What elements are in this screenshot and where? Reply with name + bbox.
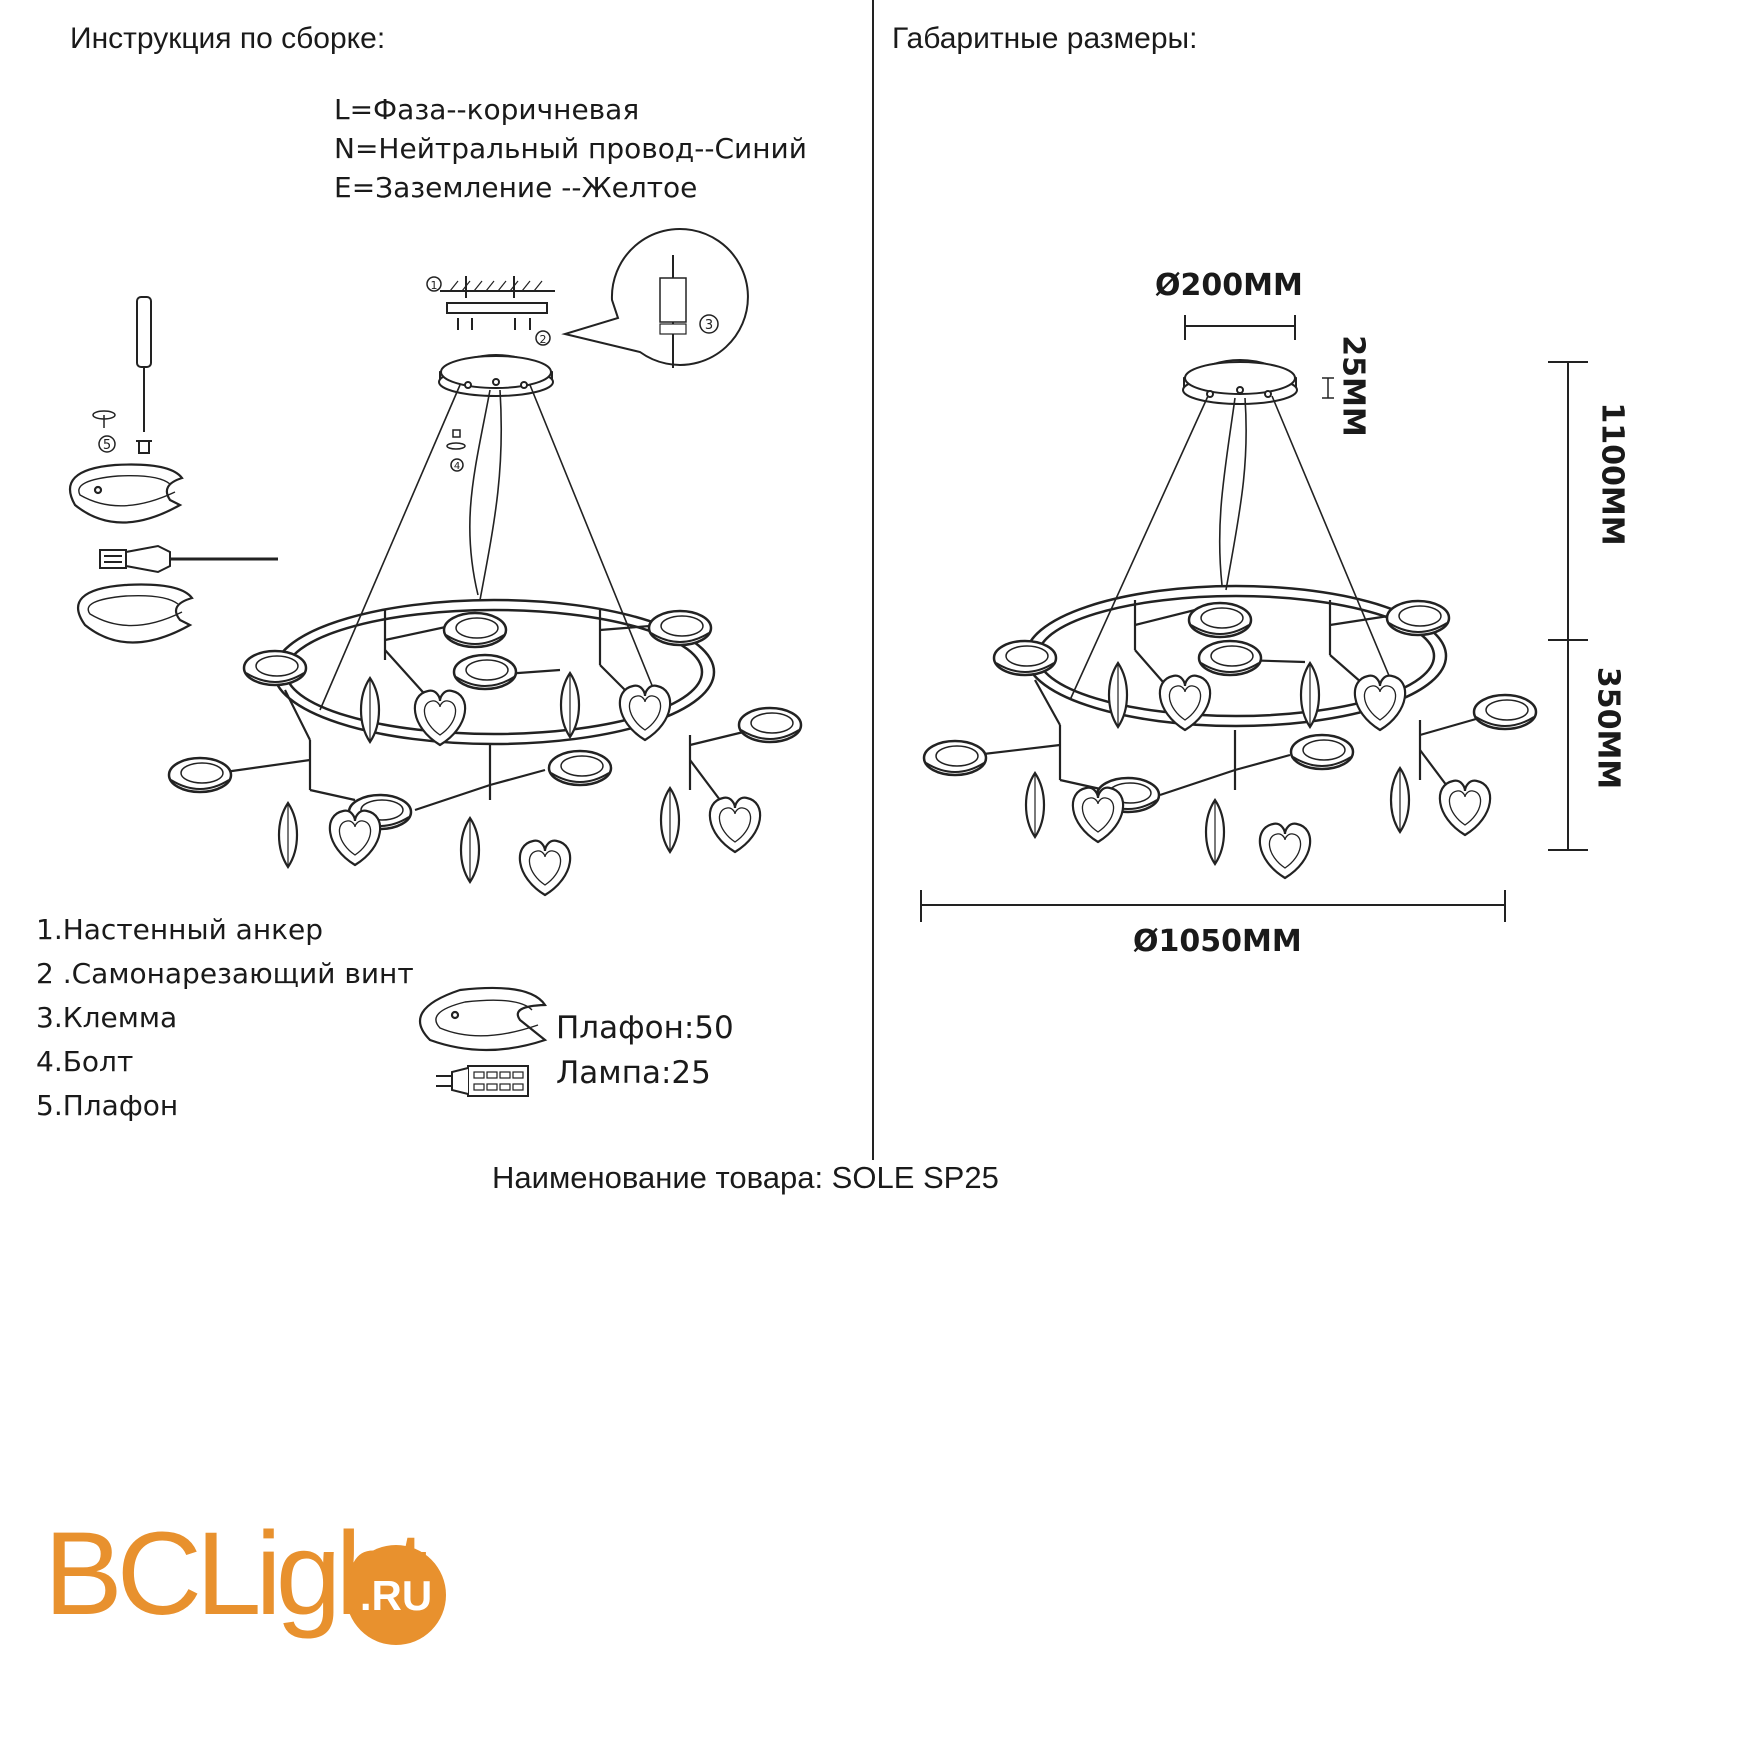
exploded-screwdriver bbox=[92, 296, 152, 454]
left-shades bbox=[167, 609, 803, 831]
shade-icon bbox=[419, 986, 548, 1052]
callout-terminal-text: 3 bbox=[705, 318, 713, 333]
lamp-count: Лампа:25 bbox=[556, 1055, 711, 1091]
parts-list: 1.Настенный анкер 2 .Самонарезающий винт… bbox=[36, 908, 414, 1128]
counts-list: Плафон:50 Лампа:25 bbox=[556, 1006, 734, 1096]
logo-suffix-text: .RU bbox=[359, 1572, 433, 1619]
right-dimension-lines bbox=[920, 315, 1588, 922]
terminal-detail-bubble bbox=[561, 227, 749, 368]
left-bolt-parts bbox=[446, 429, 466, 472]
right-hearts bbox=[1071, 674, 1492, 880]
parts-list-item-terminal: 3.Клемма bbox=[36, 1001, 178, 1034]
dimensions-heading: Габаритные размеры: bbox=[892, 22, 1198, 55]
assembly-heading: Инструкция по сборке: bbox=[70, 22, 386, 55]
callout-shade-text: 5 bbox=[103, 438, 111, 453]
shade-count: Плафон:50 bbox=[556, 1010, 734, 1046]
parts-list-item-bolt: 4.Болт bbox=[36, 1045, 134, 1078]
exploded-shade-bottom bbox=[77, 583, 194, 644]
right-shades bbox=[922, 599, 1538, 814]
callout-bolt-text: 4 bbox=[454, 461, 460, 472]
product-name: Наименование товара: SOLE SP25 bbox=[492, 1160, 999, 1195]
wiring-legend-ground: E=Заземление --Желтое bbox=[334, 171, 698, 204]
right-canopy bbox=[1182, 359, 1298, 405]
logo-circle bbox=[346, 1545, 446, 1645]
panel-divider bbox=[872, 0, 874, 1160]
parts-list-item-shade: 5.Плафон bbox=[36, 1089, 179, 1122]
callout-anchor-text: 1 bbox=[431, 279, 438, 292]
dim-overall-diameter: Ø1050MM bbox=[1133, 924, 1302, 959]
brand-logo: BCLight .RU bbox=[44, 1515, 446, 1655]
parts-list-item-anchor: 1.Настенный анкер bbox=[36, 913, 324, 946]
callout-screw-text: 2 bbox=[540, 333, 547, 346]
right-suspension-cables bbox=[1069, 395, 1396, 701]
wiring-legend: L=Фаза--коричневая N=Нейтральный провод-… bbox=[334, 90, 807, 207]
exploded-lamp-module bbox=[99, 544, 278, 574]
dim-canopy-diameter: Ø200MM bbox=[1155, 268, 1303, 303]
left-suspension-cables bbox=[319, 384, 661, 711]
lamp-icon bbox=[436, 1065, 529, 1097]
left-hearts bbox=[328, 684, 762, 897]
ceiling-mount-detail bbox=[426, 276, 555, 346]
wiring-legend-phase: L=Фаза--коричневая bbox=[334, 93, 640, 126]
exploded-shade-top bbox=[69, 463, 184, 524]
left-canopy bbox=[438, 354, 554, 397]
wiring-legend-neutral: N=Нейтральный провод--Синий bbox=[334, 132, 807, 165]
parts-list-item-screw: 2 .Самонарезающий винт bbox=[36, 957, 414, 990]
